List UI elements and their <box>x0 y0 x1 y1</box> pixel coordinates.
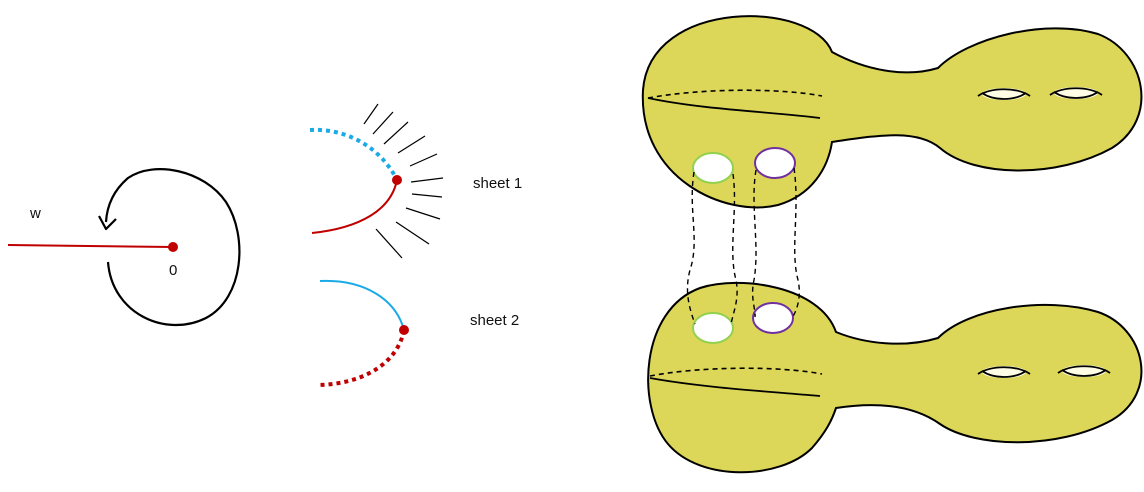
branch-cut-line <box>7 244 174 248</box>
bottom-equator-front <box>649 377 821 397</box>
top-hole-left <box>692 152 734 184</box>
sheet-2-red-dashed-arc <box>317 329 406 387</box>
top-equator-back <box>647 89 823 99</box>
bottom-surface <box>647 281 1143 474</box>
bottom-handle-right <box>1057 365 1111 377</box>
top-hole-right <box>754 147 796 179</box>
tube-right-outer <box>791 167 801 319</box>
sheet-1-red-arc <box>311 179 398 234</box>
gluing-tubes <box>686 167 801 326</box>
sheet-2-group: sheet 2 <box>317 279 519 387</box>
sheet-2-branch-point <box>399 325 409 335</box>
bottom-hole-right <box>752 302 794 334</box>
w-label: w <box>29 205 41 222</box>
top-surface <box>641 15 1143 209</box>
top-handle-left <box>977 88 1031 100</box>
sheet-1-group: sheet 1 <box>309 103 522 259</box>
loop-arrow-icon <box>98 215 117 231</box>
bottom-handle-left <box>977 366 1031 378</box>
sheet-2-blue-arc <box>319 279 405 331</box>
bottom-equator-back <box>649 367 823 377</box>
w-plane-panel: w 0 <box>7 168 241 327</box>
bottom-hole-left <box>692 312 734 344</box>
tube-right-inner <box>751 169 757 318</box>
sheet-1-label: sheet 1 <box>473 175 522 192</box>
bottom-surface-body <box>647 281 1143 474</box>
sheet-1-branch-point <box>392 175 402 185</box>
loop-around-origin <box>104 168 241 327</box>
top-equator-front <box>647 97 821 119</box>
sheet-1-hatching <box>363 103 444 259</box>
top-handle-right <box>1049 87 1103 99</box>
sheet-1-blue-dashed-arc <box>309 127 399 181</box>
sheet-2-label: sheet 2 <box>470 312 519 329</box>
origin-point <box>168 242 178 252</box>
tube-left-outer <box>686 171 696 325</box>
origin-label: 0 <box>169 262 177 279</box>
tube-left-inner <box>730 173 738 326</box>
